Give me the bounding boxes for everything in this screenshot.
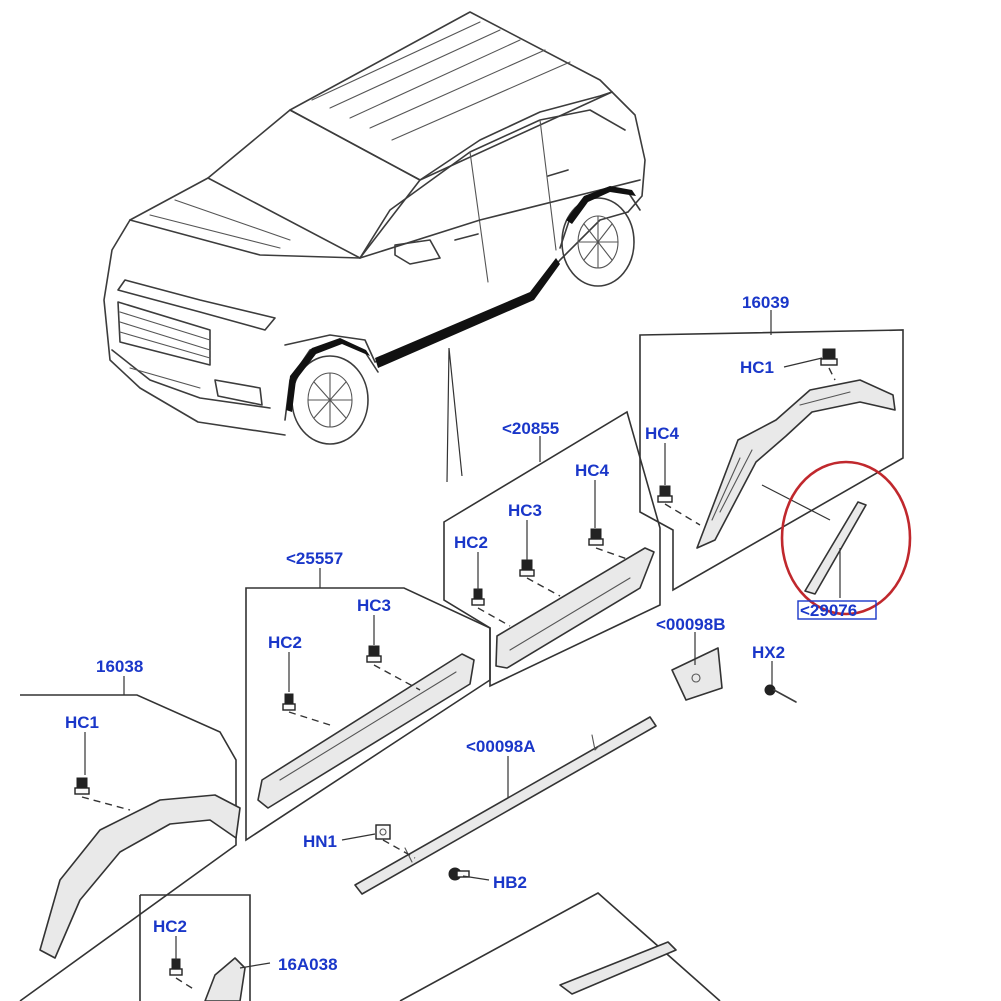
group-box-25557 (245, 587, 491, 842)
label-00098a: <00098A (466, 737, 535, 756)
group-box-bottom (399, 892, 721, 1001)
group-box-16a038 (139, 894, 251, 1001)
fasteners (74, 348, 838, 976)
vehicle-illustration (103, 11, 646, 445)
rear-door-moulding (495, 547, 655, 669)
highlight-circle (780, 460, 912, 616)
front-wheel-arch-trim (39, 794, 241, 959)
group-box-16038 (19, 694, 237, 1001)
label-16a038: 16A038 (278, 955, 338, 974)
label-hc1-right: HC1 (740, 358, 774, 377)
label-16038: 16038 (96, 657, 143, 676)
group-box-20855 (443, 410, 661, 688)
rear-wheel-arch-trim (696, 379, 896, 549)
group-box-16039 (639, 329, 904, 592)
label-hb2: HB2 (493, 873, 527, 892)
pointer-lines (446, 347, 463, 483)
label-hn1: HN1 (303, 832, 337, 851)
sill-rail-00098a (354, 716, 657, 895)
label-20855: <20855 (502, 419, 559, 438)
label-25557: <25557 (286, 549, 343, 568)
label-hx2: HX2 (752, 643, 785, 662)
label-hc4-mid: HC4 (575, 461, 610, 480)
label-16039: 16039 (742, 293, 789, 312)
bottom-sill-trim (559, 941, 677, 995)
label-hc2-mid: HC2 (454, 533, 488, 552)
label-hc3-left: HC3 (357, 596, 391, 615)
lower-trim-16a038 (204, 957, 246, 1001)
front-door-moulding (257, 653, 475, 809)
label-00098b: <00098B (656, 615, 725, 634)
label-hc3-mid: HC3 (508, 501, 542, 520)
label-hc2-bottom: HC2 (153, 917, 187, 936)
label-hc1-left: HC1 (65, 713, 99, 732)
label-hc2-left: HC2 (268, 633, 302, 652)
trim-piece-29076 (804, 501, 867, 595)
label-29076-box (797, 600, 877, 620)
label-hc4-right: HC4 (645, 424, 680, 443)
callout-leaders (84, 310, 841, 969)
label-29076: <29076 (800, 601, 857, 620)
fastener-leaders (81, 367, 836, 991)
